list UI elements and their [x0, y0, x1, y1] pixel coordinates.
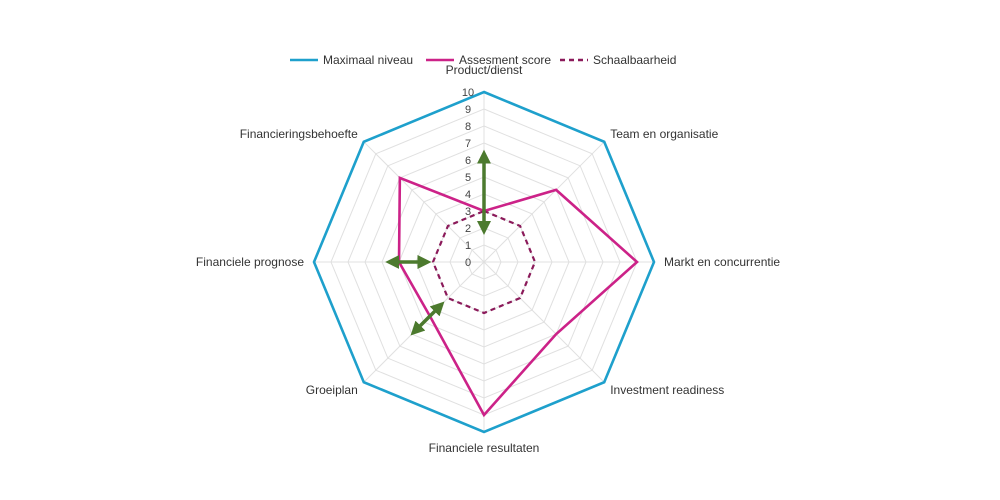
tick-label-3: 3: [465, 206, 471, 218]
category-label-7: Financieringsbehoefte: [240, 127, 358, 141]
category-label-6: Financiele prognose: [196, 255, 304, 269]
series-schaalbaarheid: [431, 209, 537, 315]
radial-tick-labels: 0 1 2 3 4 5 6 7 8 9 10: [462, 87, 474, 269]
annotation-arrow-1: [410, 301, 445, 336]
series-maximaal-niveau: [312, 90, 656, 434]
tick-label-9: 9: [465, 104, 471, 116]
radar-grid: [313, 91, 655, 433]
tick-label-10: 10: [462, 87, 474, 99]
tick-label-0: 0: [465, 257, 471, 269]
legend-label-1: Assesment score: [459, 53, 551, 67]
tick-label-5: 5: [465, 172, 471, 184]
category-label-0: Product/dienst: [446, 63, 523, 77]
category-label-5: Groeiplan: [306, 383, 358, 397]
grid-spoke-7: [363, 141, 485, 263]
tick-label-1: 1: [465, 240, 471, 252]
legend-label-2: Schaalbaarheid: [593, 53, 676, 67]
grid-spoke-3: [483, 261, 605, 383]
tick-label-8: 8: [465, 121, 471, 133]
radar-annotations: [385, 149, 491, 336]
radar-series: [312, 90, 656, 434]
category-label-1: Team en organisatie: [610, 127, 718, 141]
series-assesment-score: [397, 175, 639, 418]
tick-label-4: 4: [465, 189, 471, 201]
category-label-4: Financiele resultaten: [429, 441, 540, 455]
grid-spoke-1: [483, 141, 605, 263]
legend-label-0: Maximaal niveau: [323, 53, 413, 67]
tick-label-2: 2: [465, 223, 471, 235]
tick-label-6: 6: [465, 155, 471, 167]
category-label-2: Markt en concurrentie: [664, 255, 780, 269]
legend: Maximaal niveau Assesment score Schaalbaar…: [290, 53, 676, 67]
category-label-3: Investment readiness: [610, 383, 724, 397]
tick-label-7: 7: [465, 138, 471, 150]
